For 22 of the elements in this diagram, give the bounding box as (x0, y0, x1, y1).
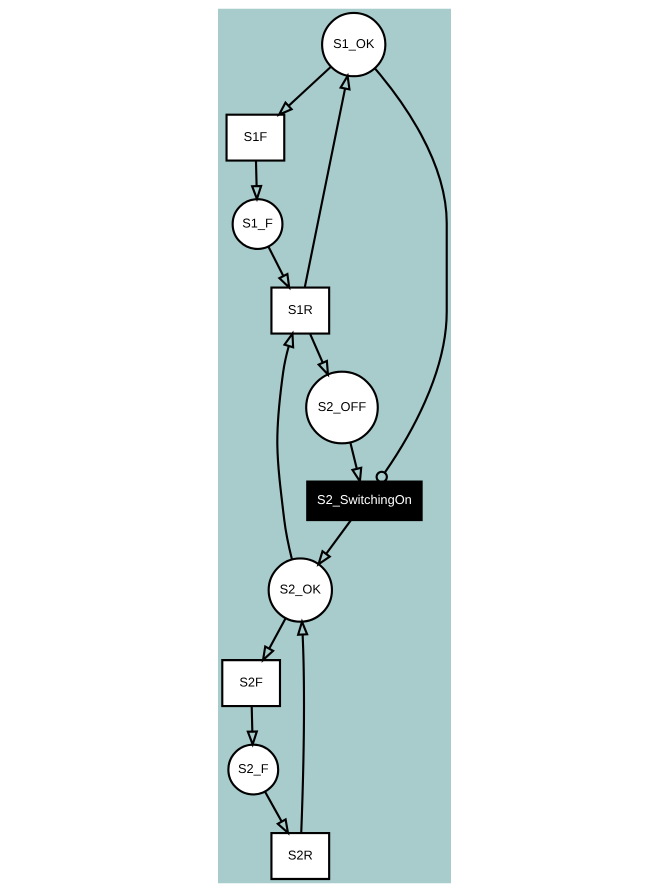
arrow (308, 333, 329, 378)
arrow (303, 72, 350, 288)
node-circle: S2_OK (267, 557, 332, 623)
arrow (246, 706, 258, 748)
arrow (250, 160, 262, 202)
arrow (267, 246, 290, 290)
arrow (276, 330, 294, 560)
node-box: S1R (270, 286, 330, 335)
node-circle: S2_F (226, 744, 279, 796)
node-box: S2F (220, 659, 281, 708)
arrow (264, 791, 290, 836)
arrow (316, 520, 352, 567)
connector (374, 68, 448, 484)
node-circle: S1_OK (320, 12, 386, 78)
node-box: S1F (224, 114, 285, 162)
node-circle: S1_F (231, 198, 283, 250)
node-box: S2_SwitchingOn (306, 480, 422, 522)
node-circle: S2_OFF (304, 370, 378, 444)
node-box: S2R (270, 832, 330, 880)
arrow (296, 618, 308, 834)
arrow (276, 66, 332, 117)
arrow (261, 618, 286, 663)
